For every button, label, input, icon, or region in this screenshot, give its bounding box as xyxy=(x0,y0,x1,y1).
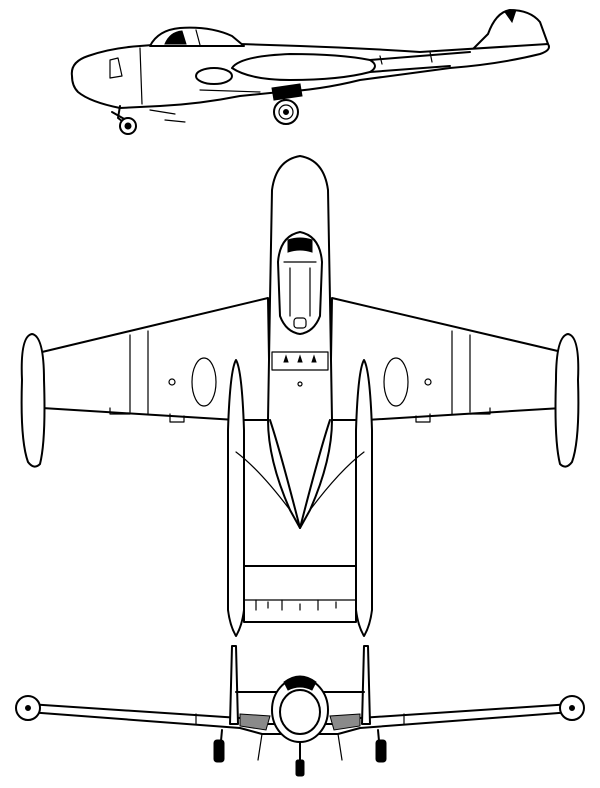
side-view-main-gear xyxy=(271,83,303,125)
side-view-canopy-frame xyxy=(164,30,187,45)
top-view-canopy-frame xyxy=(287,237,313,253)
front-view-left-intake xyxy=(239,713,271,731)
side-view-tail-boom xyxy=(369,51,471,73)
side-view-intake xyxy=(195,67,233,85)
top-view-left-tip-tank xyxy=(20,333,46,468)
top-view-left-boom xyxy=(227,359,245,637)
front-view-left-main-gear xyxy=(213,729,225,763)
top-view-right-boom xyxy=(355,359,373,637)
front-view-canopy xyxy=(283,675,317,691)
side-view-canopy xyxy=(149,26,245,47)
top-view-right-fairing xyxy=(383,357,409,407)
front-view-left-fin xyxy=(229,645,239,725)
front-view-right-intake xyxy=(329,713,361,731)
top-view xyxy=(20,155,580,637)
front-view-nose-gear xyxy=(295,741,305,777)
front-view xyxy=(15,645,585,777)
front-view-nose xyxy=(279,689,321,735)
side-view-fin-tip xyxy=(504,9,517,24)
side-view-tip-tank xyxy=(231,53,376,81)
top-view-tailplane xyxy=(243,565,357,623)
side-view-panel xyxy=(109,57,123,79)
front-view-right-main-gear xyxy=(375,729,387,763)
side-view-nose-gear xyxy=(111,105,137,135)
top-view-right-tip-tank xyxy=(554,333,580,468)
top-view-fuselage xyxy=(267,155,333,529)
top-view-cockpit xyxy=(277,231,323,335)
front-view-right-fin xyxy=(361,645,371,725)
top-view-left-fairing xyxy=(191,357,217,407)
side-view-ground xyxy=(149,109,186,123)
side-view xyxy=(70,9,550,135)
